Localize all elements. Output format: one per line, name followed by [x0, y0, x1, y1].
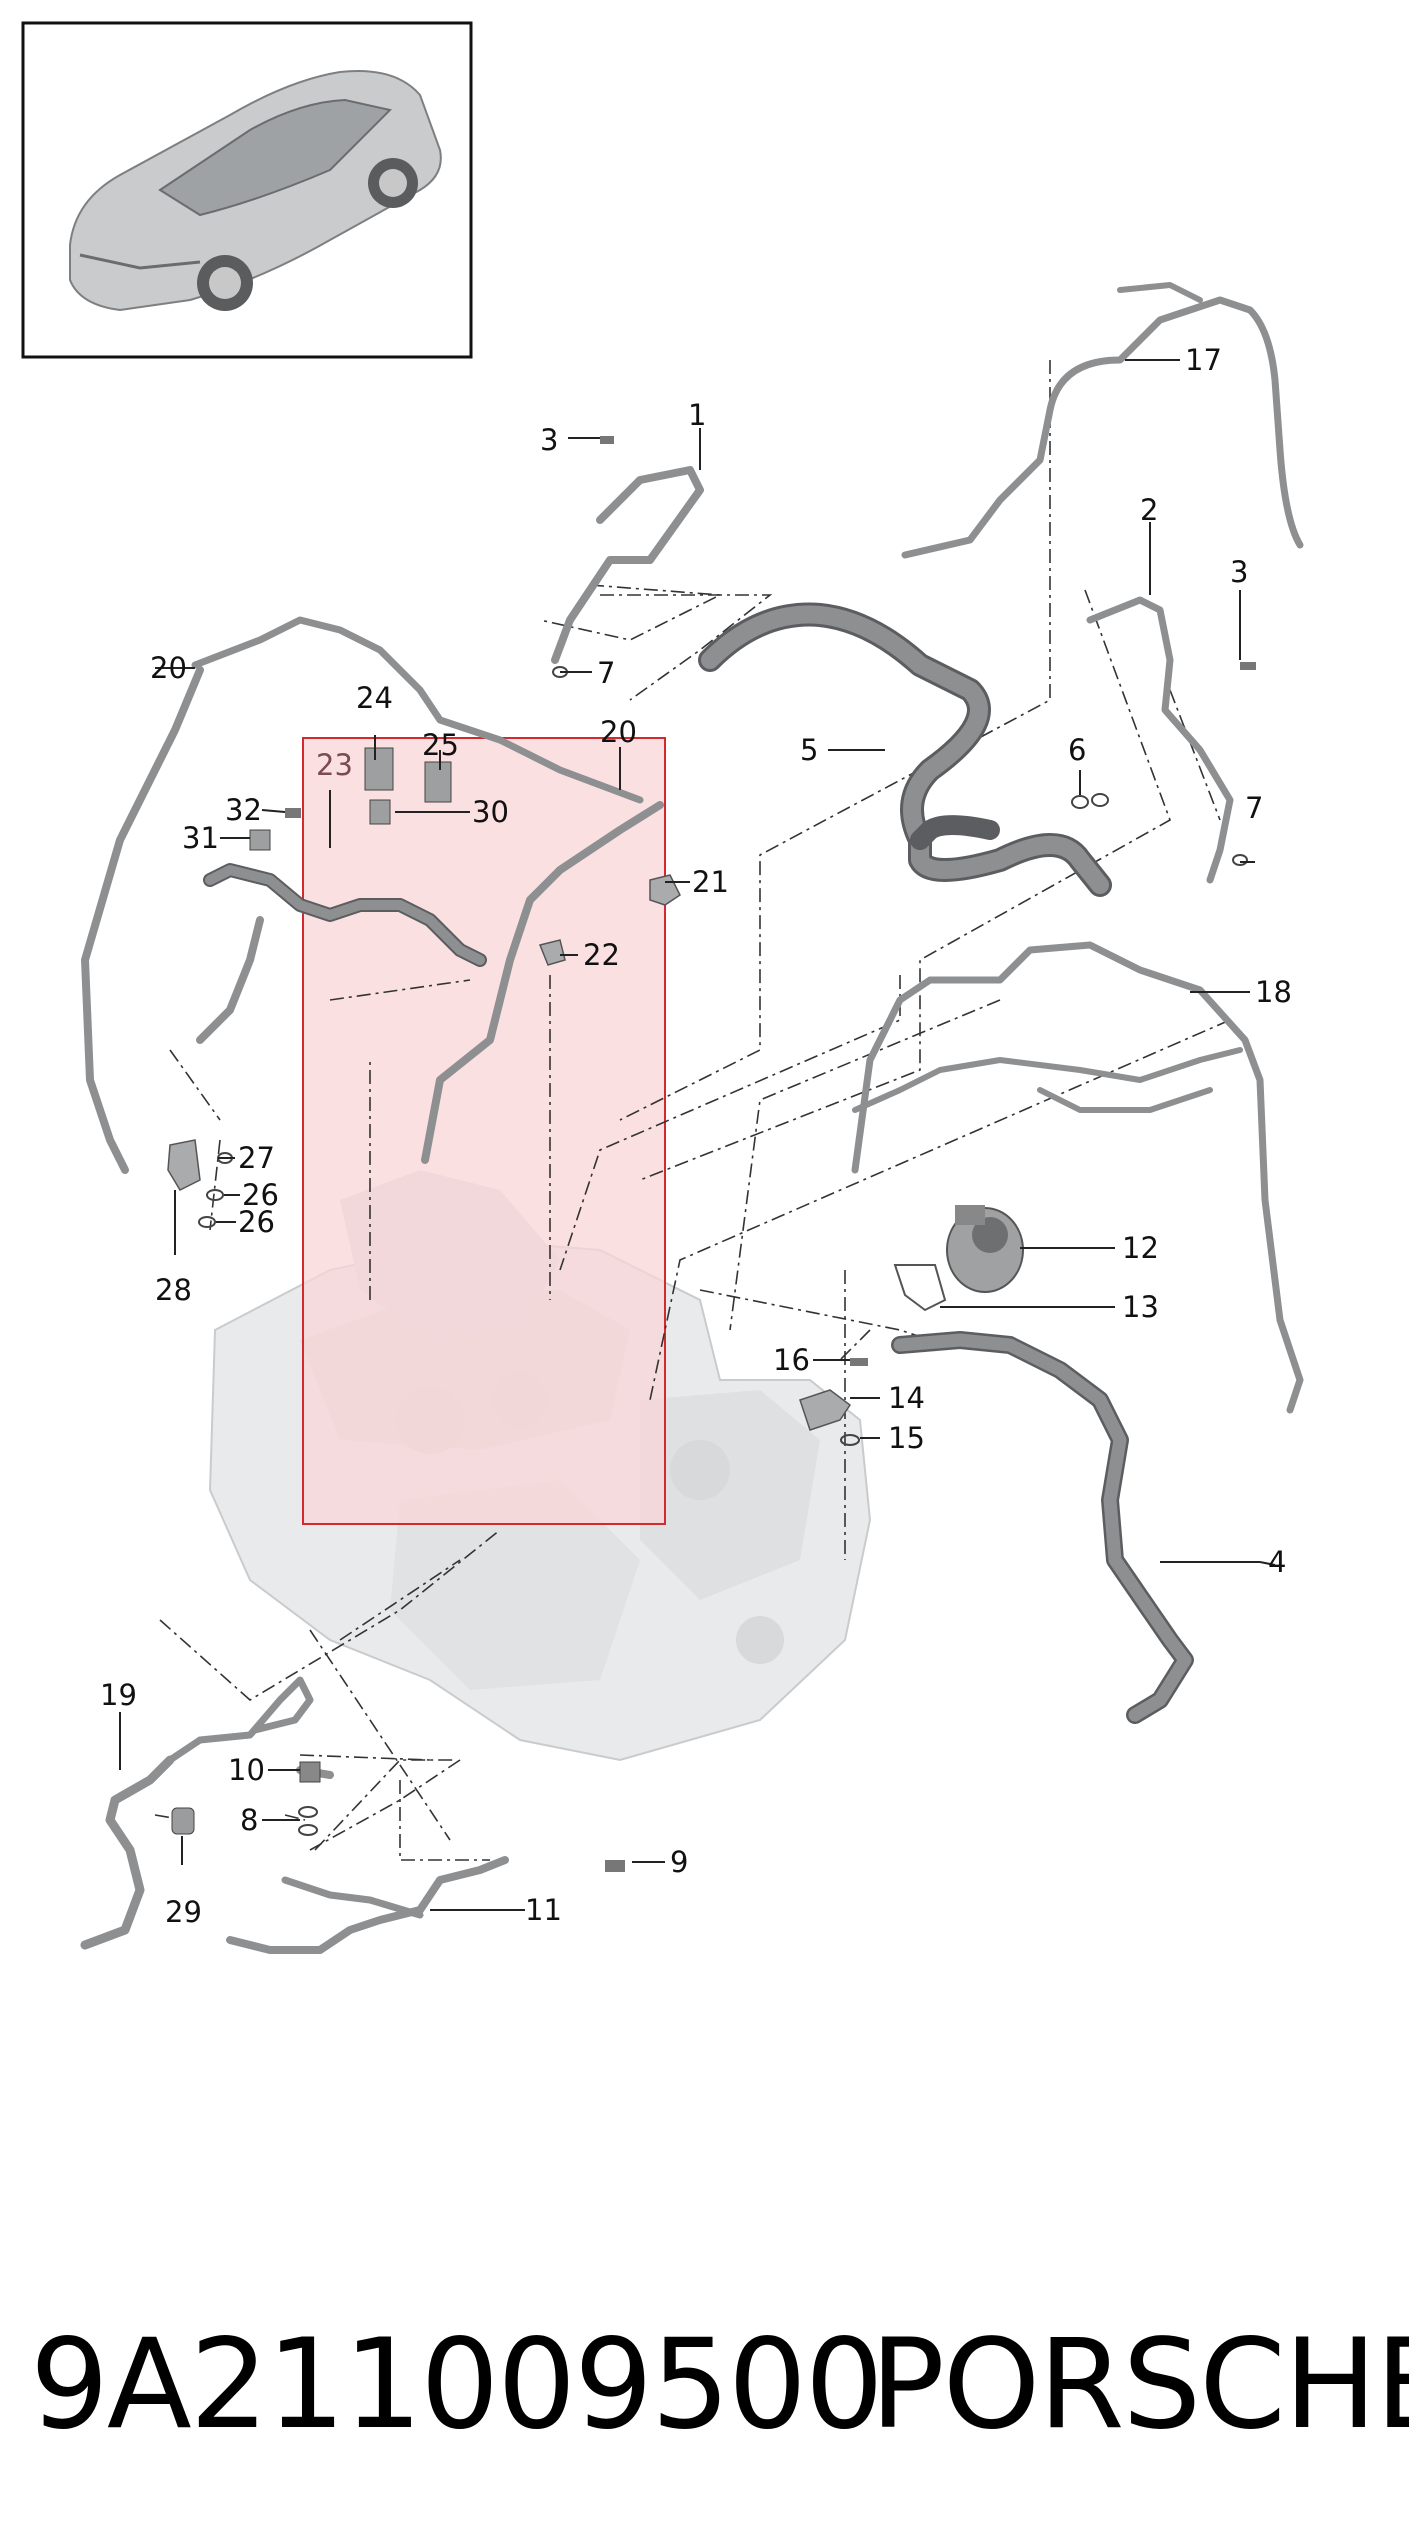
callout-9: 9	[670, 1845, 688, 1879]
callout-11: 11	[525, 1893, 562, 1927]
clip-part	[1071, 795, 1089, 809]
connector-lines	[154, 360, 1231, 1861]
callout-27: 27	[238, 1141, 275, 1175]
car-icon	[69, 70, 442, 312]
seal-ring-part	[893, 1264, 947, 1312]
callout-31: 31	[182, 821, 219, 855]
oring-part	[840, 1434, 860, 1446]
fitting-part	[249, 829, 271, 851]
washer-part	[298, 1824, 318, 1836]
callout-10: 10	[228, 1753, 265, 1787]
callout-30: 30	[472, 795, 509, 829]
connector-part	[424, 761, 452, 803]
screw-part	[605, 1860, 625, 1872]
callout-26: 26	[238, 1205, 275, 1239]
callout-17: 17	[1185, 343, 1222, 377]
callout-12: 12	[1122, 1231, 1159, 1265]
hose-assemblies	[80, 282, 1304, 1954]
callout-3: 3	[540, 423, 558, 457]
callout-21: 21	[692, 865, 729, 899]
callout-1: 1	[688, 398, 706, 432]
small-parts	[167, 436, 1256, 1872]
washer-part	[298, 1806, 318, 1818]
callout-4: 4	[1268, 1545, 1286, 1579]
callout-22: 22	[583, 938, 620, 972]
callout-14: 14	[888, 1381, 925, 1415]
callout-15: 15	[888, 1421, 925, 1455]
clip-part	[1091, 793, 1109, 807]
callout-19: 19	[100, 1678, 137, 1712]
bolt-part	[600, 436, 614, 444]
connector-part	[369, 799, 391, 825]
callout-23: 23	[316, 748, 353, 782]
vehicle-thumbnail	[21, 21, 473, 359]
sleeve-part	[171, 1807, 195, 1835]
callout-7: 7	[597, 656, 615, 690]
callout-28: 28	[155, 1273, 192, 1307]
callout-7: 7	[1245, 791, 1263, 825]
callout-20: 20	[600, 715, 637, 749]
sensor-part	[299, 1761, 321, 1783]
bolt-part	[1240, 662, 1256, 670]
pump-part	[946, 1205, 1024, 1293]
oring-part	[198, 1216, 216, 1228]
callout-29: 29	[165, 1895, 202, 1929]
callout-20: 20	[150, 651, 187, 685]
callout-labels: 1 2 3 3 4 5 6 7 7 8 9 10 11 12 13 14 15 …	[100, 343, 1292, 1929]
callout-3: 3	[1230, 555, 1248, 589]
clip-part	[1232, 854, 1248, 866]
callout-26: 26	[242, 1178, 279, 1212]
connector-part	[364, 747, 394, 791]
callout-18: 18	[1255, 975, 1292, 1009]
callout-13: 13	[1122, 1290, 1159, 1324]
callout-5: 5	[800, 733, 818, 767]
callout-32: 32	[225, 793, 262, 827]
callout-2: 2	[1140, 493, 1158, 527]
leader-lines	[119, 359, 1276, 1911]
brand-name: PORSCHE	[870, 2313, 1409, 2457]
valve-part	[167, 1139, 201, 1191]
oring-part	[206, 1189, 224, 1201]
callout-16: 16	[773, 1343, 810, 1377]
clamp-part	[649, 874, 681, 906]
screw-part	[850, 1358, 868, 1366]
fitting-part	[799, 1389, 852, 1431]
highlight-region	[302, 737, 666, 1525]
clamp-part	[538, 939, 566, 966]
callout-24: 24	[356, 681, 393, 715]
part-number: 9A211009500	[30, 2313, 884, 2457]
callout-6: 6	[1068, 733, 1086, 767]
callout-8: 8	[240, 1803, 258, 1837]
callout-25: 25	[422, 728, 459, 762]
fitting-part	[285, 808, 301, 818]
